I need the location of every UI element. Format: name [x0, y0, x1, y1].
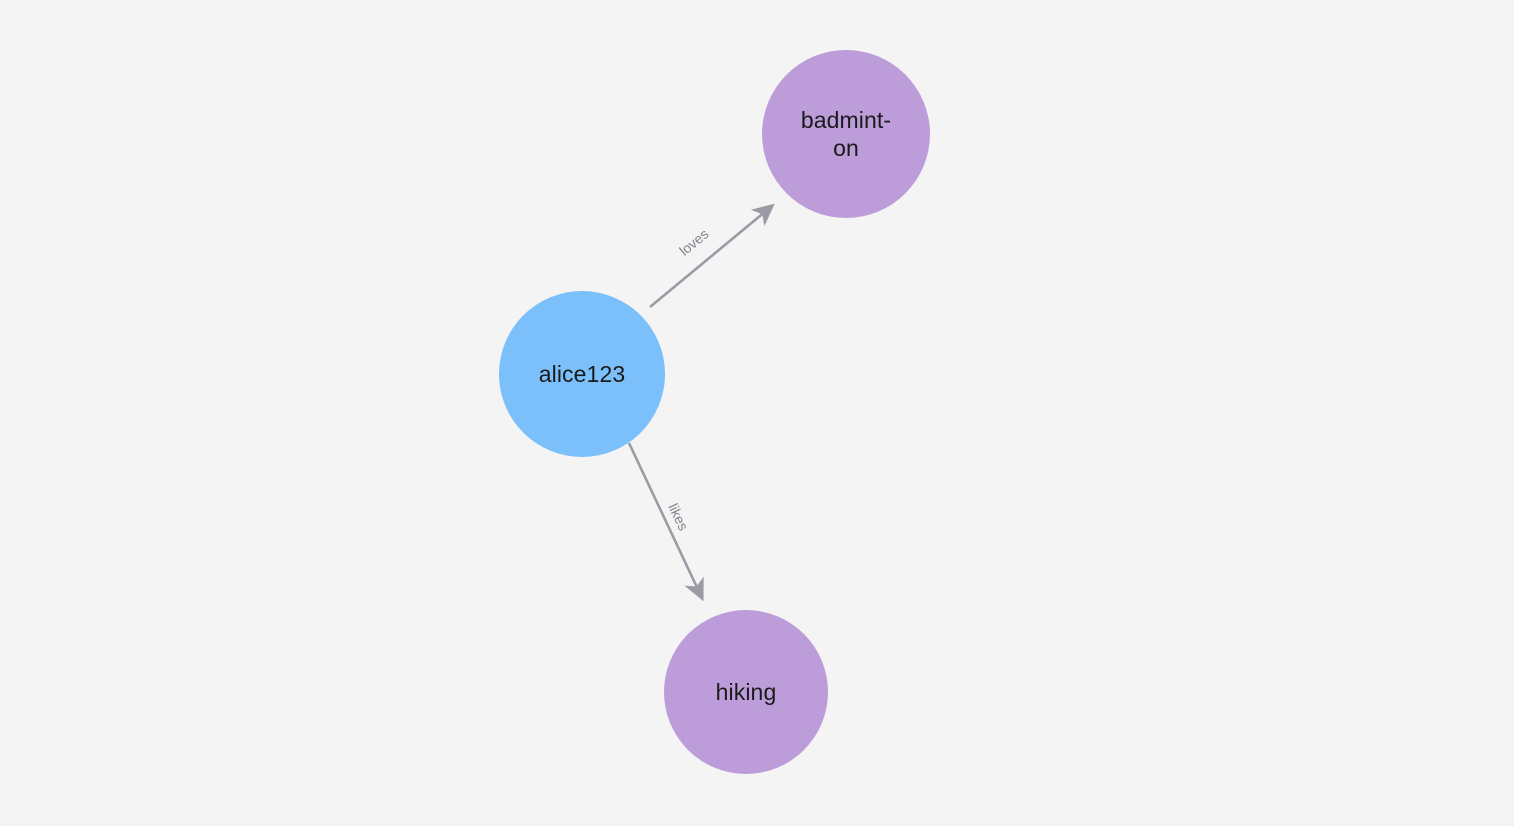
- edge-alice123-loves-badminton[interactable]: loves: [649, 203, 775, 309]
- graph-node-label: hiking: [715, 679, 777, 705]
- graph-node-label: badmint- on: [800, 107, 892, 161]
- graph-node-hiking[interactable]: hiking: [664, 610, 828, 774]
- edge-line[interactable]: [627, 442, 704, 602]
- edge-label-loves: loves: [676, 226, 711, 259]
- graph-node-alice123[interactable]: alice123: [499, 291, 665, 457]
- graph-node-label: alice123: [538, 361, 626, 387]
- edge-alice123-likes-hiking[interactable]: likes: [627, 442, 704, 602]
- edge-line[interactable]: [649, 203, 775, 309]
- graph-node-badminton[interactable]: badmint- on: [762, 50, 930, 218]
